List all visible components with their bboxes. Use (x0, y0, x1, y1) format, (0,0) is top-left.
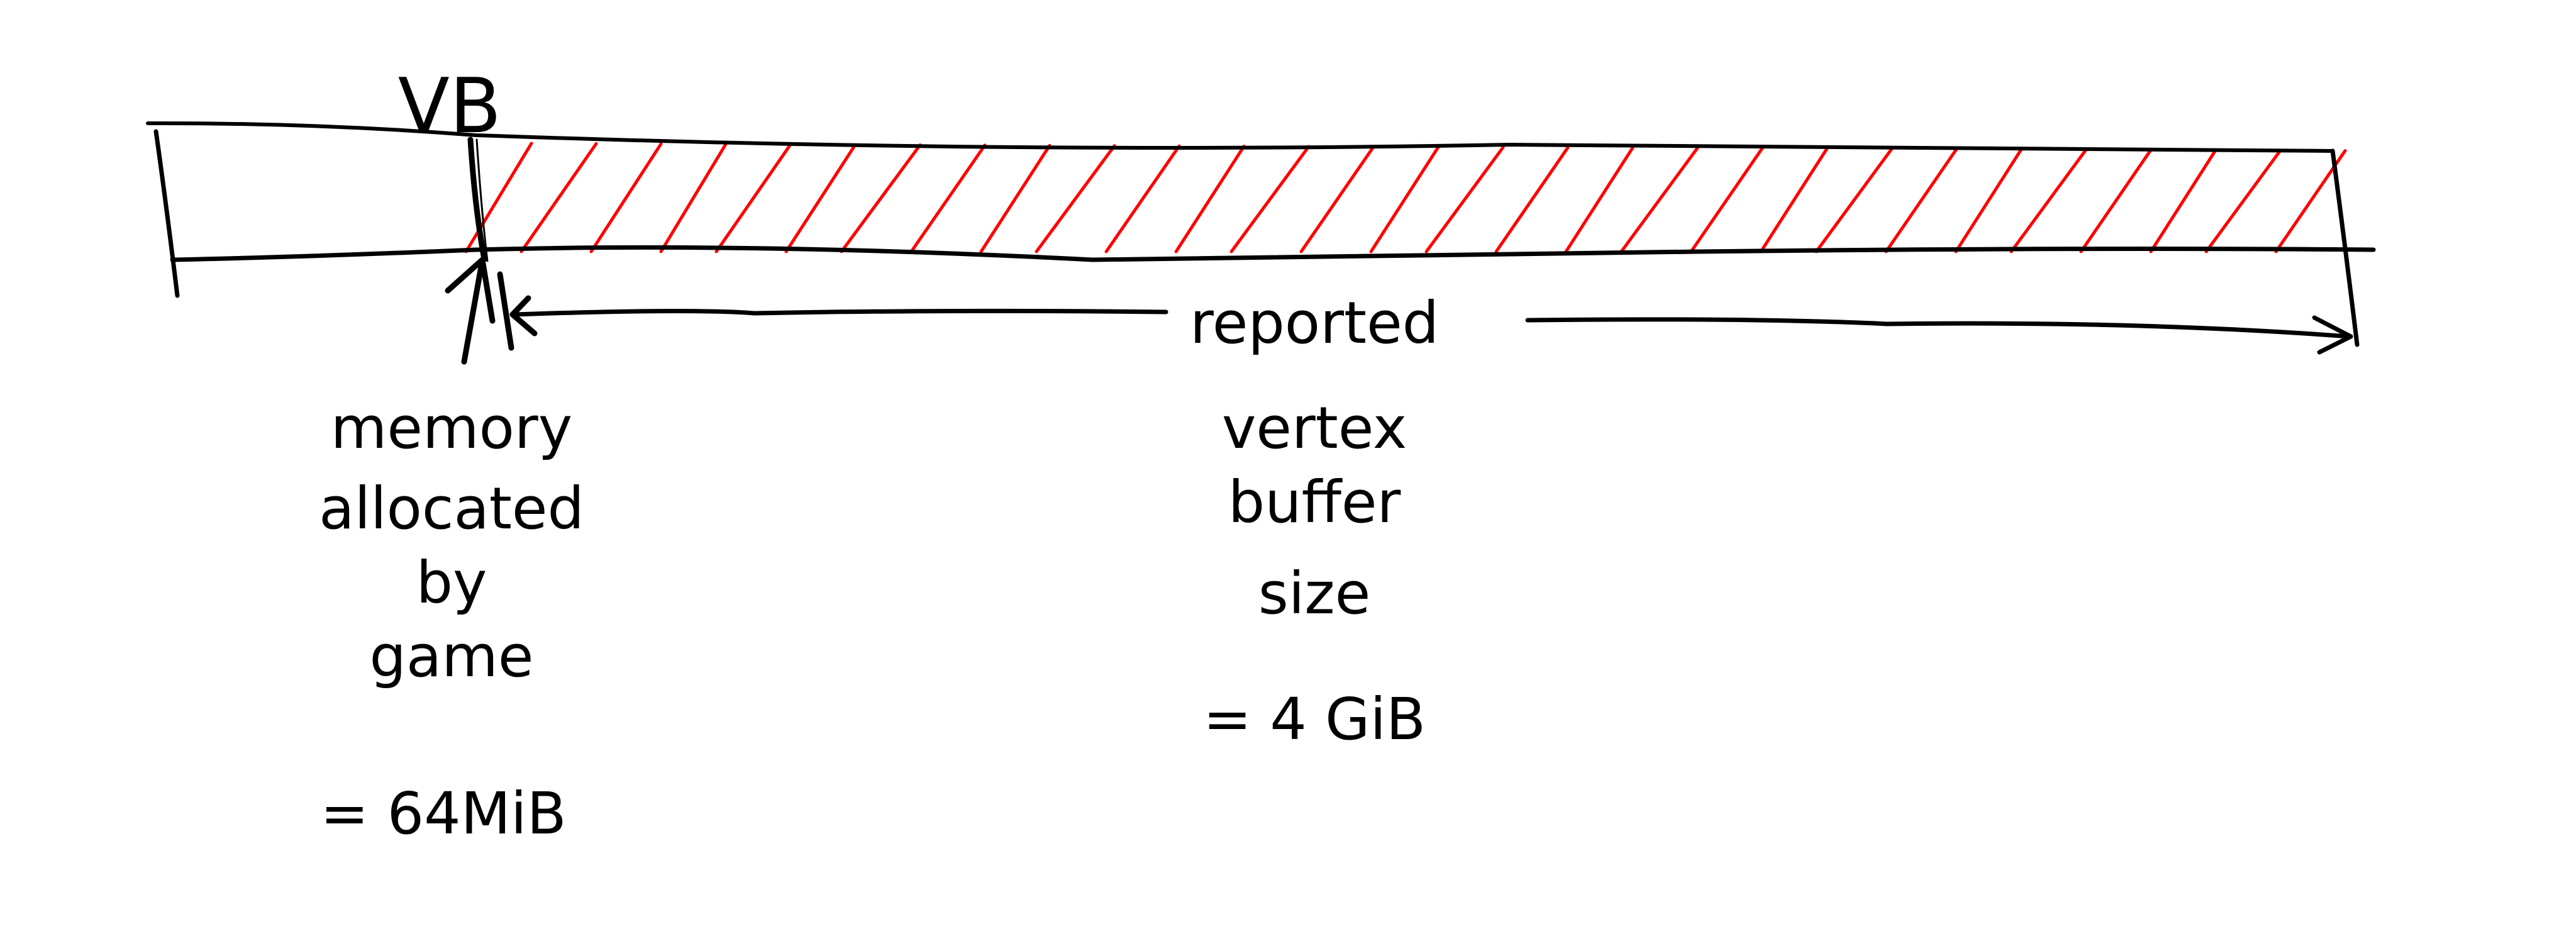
annotation-line: game (370, 623, 534, 690)
buffer-right-edge (2330, 148, 2360, 347)
hatch-stroke (2079, 148, 2153, 253)
buffer-top-edge (146, 121, 2334, 153)
arrow-left-head-icon (497, 271, 538, 351)
hatch-stroke (1759, 147, 1829, 253)
annotation-line: vertex (1222, 394, 1407, 462)
hatch-stroke (1494, 146, 1570, 253)
reported-size-hatch (464, 142, 2347, 253)
memory-allocated-annotation: memory allocated by game = 64MiB (319, 394, 584, 847)
hatch-stroke (464, 142, 533, 253)
hatch-stroke (714, 143, 792, 253)
size-dimension-line-right (1525, 317, 2351, 339)
buffer-left-edge (153, 129, 180, 298)
hatch-stroke (2204, 148, 2282, 253)
buffer-bottom-edge (170, 245, 2376, 262)
hatch-stroke (1174, 145, 1246, 253)
hatch-stroke (1564, 146, 1635, 253)
hatch-stroke (1035, 144, 1116, 253)
annotation-line: memory (331, 394, 572, 462)
hatch-stroke (784, 143, 857, 253)
annotation-line: buffer (1228, 469, 1401, 536)
arrow-up-icon (445, 257, 496, 365)
annotation-line: size (1258, 560, 1370, 627)
hatch-stroke (1619, 146, 1699, 253)
hatch-stroke (1689, 147, 1764, 253)
hatch-stroke (2149, 148, 2218, 253)
hatch-stroke (589, 142, 663, 253)
size-dimension-line-left (512, 308, 1169, 317)
hatch-stroke (1884, 147, 1958, 253)
hatch-stroke (2009, 148, 2088, 253)
hatch-stroke (1104, 144, 1181, 253)
hatch-stroke (1954, 147, 2023, 253)
hatch-stroke (1299, 145, 1375, 253)
arrow-right-head-icon (2312, 315, 2353, 355)
annotation-line: allocated (319, 475, 584, 542)
hatch-stroke (840, 143, 922, 253)
reported-size-annotation: reported vertex buffer size = 4 GiB (1190, 289, 1439, 753)
hatch-stroke (1814, 147, 1894, 253)
hatch-stroke (909, 143, 987, 253)
hatch-stroke (1369, 145, 1440, 253)
hatch-stroke (979, 143, 1052, 253)
vb-boundary-marker (467, 136, 487, 262)
allocated-size-value: = 64MiB (320, 780, 566, 847)
hatch-stroke (659, 142, 728, 253)
hatch-stroke (1230, 145, 1311, 253)
vb-label: VB (398, 63, 501, 150)
reported-size-value: = 4 GiB (1203, 686, 1426, 753)
hatch-stroke (519, 142, 598, 253)
hatch-stroke (1424, 145, 1505, 253)
annotation-line: by (416, 549, 487, 616)
annotation-line: reported (1190, 289, 1439, 357)
